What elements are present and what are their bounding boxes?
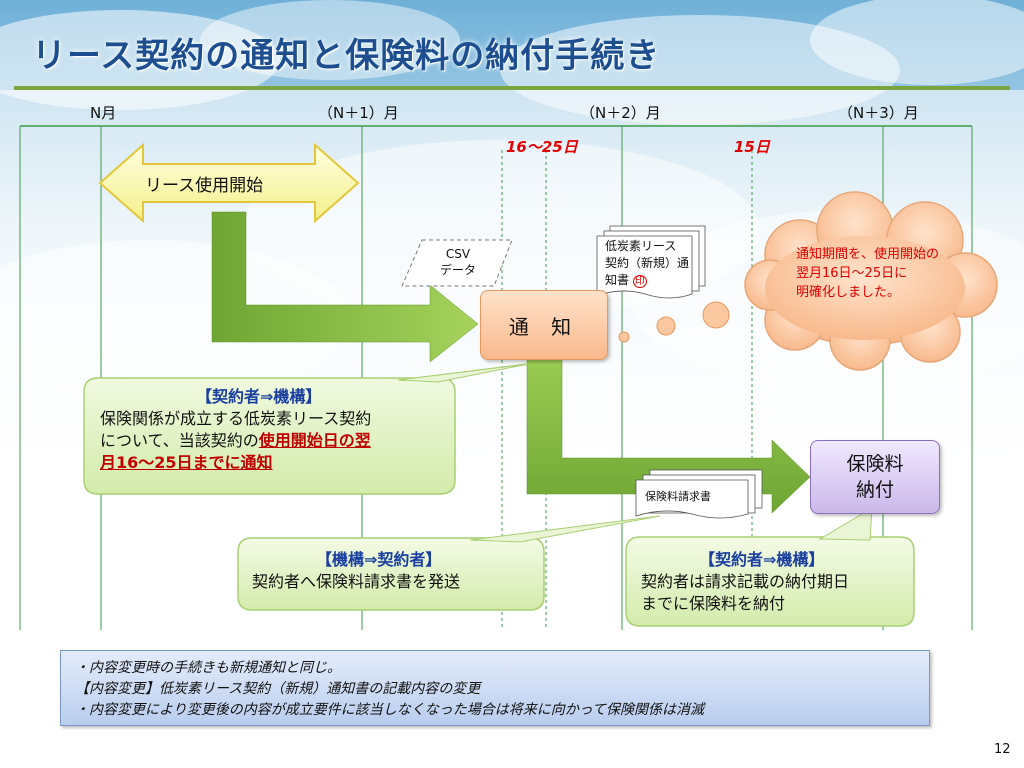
month-label-n2: （N＋2）月	[580, 104, 661, 122]
payment-line2: 納付	[855, 479, 894, 501]
notice-doc-line2: 契約（新規）通	[605, 256, 690, 270]
csv-data-label: CSV データ	[410, 246, 506, 278]
lease-period-arrow	[98, 142, 360, 224]
callout-right-line1: 契約者は請求記載の納付期日	[641, 572, 850, 591]
cloud-note: 通知期間を、使用開始の 翌月16日～25日に 明確化しました。	[796, 245, 939, 302]
footer-note-line2: 【内容変更】低炭素リース契約（新規）通知書の記載内容の変更	[75, 681, 481, 697]
callout-left-heading: 【契約者⇒機構】	[196, 387, 322, 406]
callout-right-shape	[625, 536, 915, 627]
date-label-15: 15日	[734, 138, 770, 156]
cloud-line3: 明確化しました。	[796, 285, 901, 300]
notify-label: 通 知	[508, 314, 580, 339]
callout-middle-shape	[237, 537, 545, 611]
notice-doc-line1: 低炭素リース	[605, 239, 677, 253]
callout-right-line2: までに保険料を納付	[641, 594, 786, 613]
cloud-line1: 通知期間を、使用開始の	[796, 247, 940, 262]
seal-icon: 印	[632, 275, 647, 288]
flow-arrow-to-notify	[211, 211, 479, 363]
notice-document-label: 低炭素リース 契約（新規）通 知書 印	[605, 238, 689, 290]
month-label-n: N月	[90, 104, 117, 122]
callout-right: 【契約者⇒機構】 契約者は請求記載の納付期日 までに保険料を納付	[641, 549, 911, 615]
payment-line1: 保険料	[846, 453, 904, 475]
footer-note: ・内容変更時の手続きも新規通知と同じ。 【内容変更】低炭素リース契約（新規）通知…	[60, 650, 930, 726]
month-label-n1: （N＋1）月	[318, 104, 399, 122]
footer-note-line3: ・内容変更により変更後の内容が成立要件に該当しなくなった場合は将来に向かって保険…	[75, 702, 705, 718]
callout-left-highlight2: 月16～25日までに通知	[100, 453, 273, 472]
page-title: リース契約の通知と保険料の納付手続き	[32, 36, 661, 76]
csv-line1: CSV	[445, 247, 471, 261]
csv-data-shape	[401, 239, 513, 287]
cloud-line2: 翌月16日～25日に	[796, 266, 908, 281]
callout-right-heading: 【契約者⇒機構】	[699, 550, 825, 569]
callout-middle-heading: 【機構⇒契約者】	[316, 550, 442, 569]
callout-left: 【契約者⇒機構】 保険関係が成立する低炭素リース契約 について、当該契約の使用開…	[100, 386, 450, 474]
invoice-document-label: 保険料請求書	[645, 490, 711, 503]
date-label-16-25: 16～25日	[506, 138, 578, 156]
callout-left-line2: について、当該契約の	[100, 431, 259, 450]
callout-middle-line1: 契約者へ保険料請求書を発送	[252, 572, 461, 591]
callout-left-line1: 保険関係が成立する低炭素リース契約	[100, 409, 372, 428]
csv-line2: データ	[439, 263, 476, 277]
notice-document-shape	[596, 235, 693, 299]
page-number: 12	[994, 742, 1011, 757]
notify-box: 通 知	[480, 290, 608, 360]
lease-start-label: リース使用開始	[145, 176, 264, 196]
invoice-document-shape	[635, 479, 749, 519]
callout-middle: 【機構⇒契約者】 契約者へ保険料請求書を発送	[252, 549, 542, 593]
title-underline	[14, 86, 1010, 90]
payment-box: 保険料 納付	[810, 440, 940, 514]
footer-note-line1: ・内容変更時の手続きも新規通知と同じ。	[75, 660, 341, 676]
callout-left-highlight1: 使用開始日の翌	[258, 431, 371, 450]
month-label-n3: （N＋3）月	[838, 104, 919, 122]
notice-doc-line3: 知書	[605, 273, 630, 287]
